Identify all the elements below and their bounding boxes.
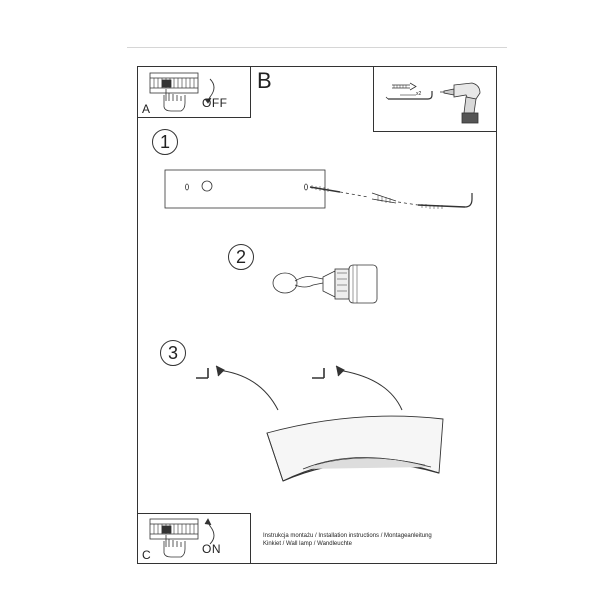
step-3-number: 3 [160, 340, 186, 366]
step-2-number: 2 [228, 244, 254, 270]
panel-a: A OFF [137, 66, 251, 118]
panel-c: C ON [137, 513, 251, 564]
panel-c-letter: C [142, 548, 151, 562]
step-1-number: 1 [152, 129, 178, 155]
instruction-sheet-frame [137, 66, 497, 564]
step-3-hooks-and-arrows [196, 365, 403, 411]
panel-a-letter: A [142, 102, 151, 116]
switch-off-label: OFF [202, 96, 228, 110]
switch-on-label: ON [202, 542, 221, 556]
fuse-box-on-illustration [149, 518, 215, 558]
tools-panel: x2 [373, 66, 497, 132]
top-divider [127, 47, 507, 48]
quantity-label: x2 [416, 91, 422, 97]
caption-product: Kinkiet / Wall lamp / Wandleuchte [263, 541, 352, 547]
fuse-box-off-illustration [149, 72, 215, 112]
wall-plugs-and-screws-icon: x2 [385, 82, 433, 100]
step-1-mounting-plate-illustration [164, 169, 473, 209]
panel-b-letter: B [257, 68, 272, 93]
step-2-wiring-socket-illustration [272, 264, 378, 304]
caption-instructions: Instrukcja montażu / Installation instru… [263, 533, 432, 539]
lamp-shade-illustration [266, 415, 444, 482]
drill-icon [440, 82, 481, 124]
